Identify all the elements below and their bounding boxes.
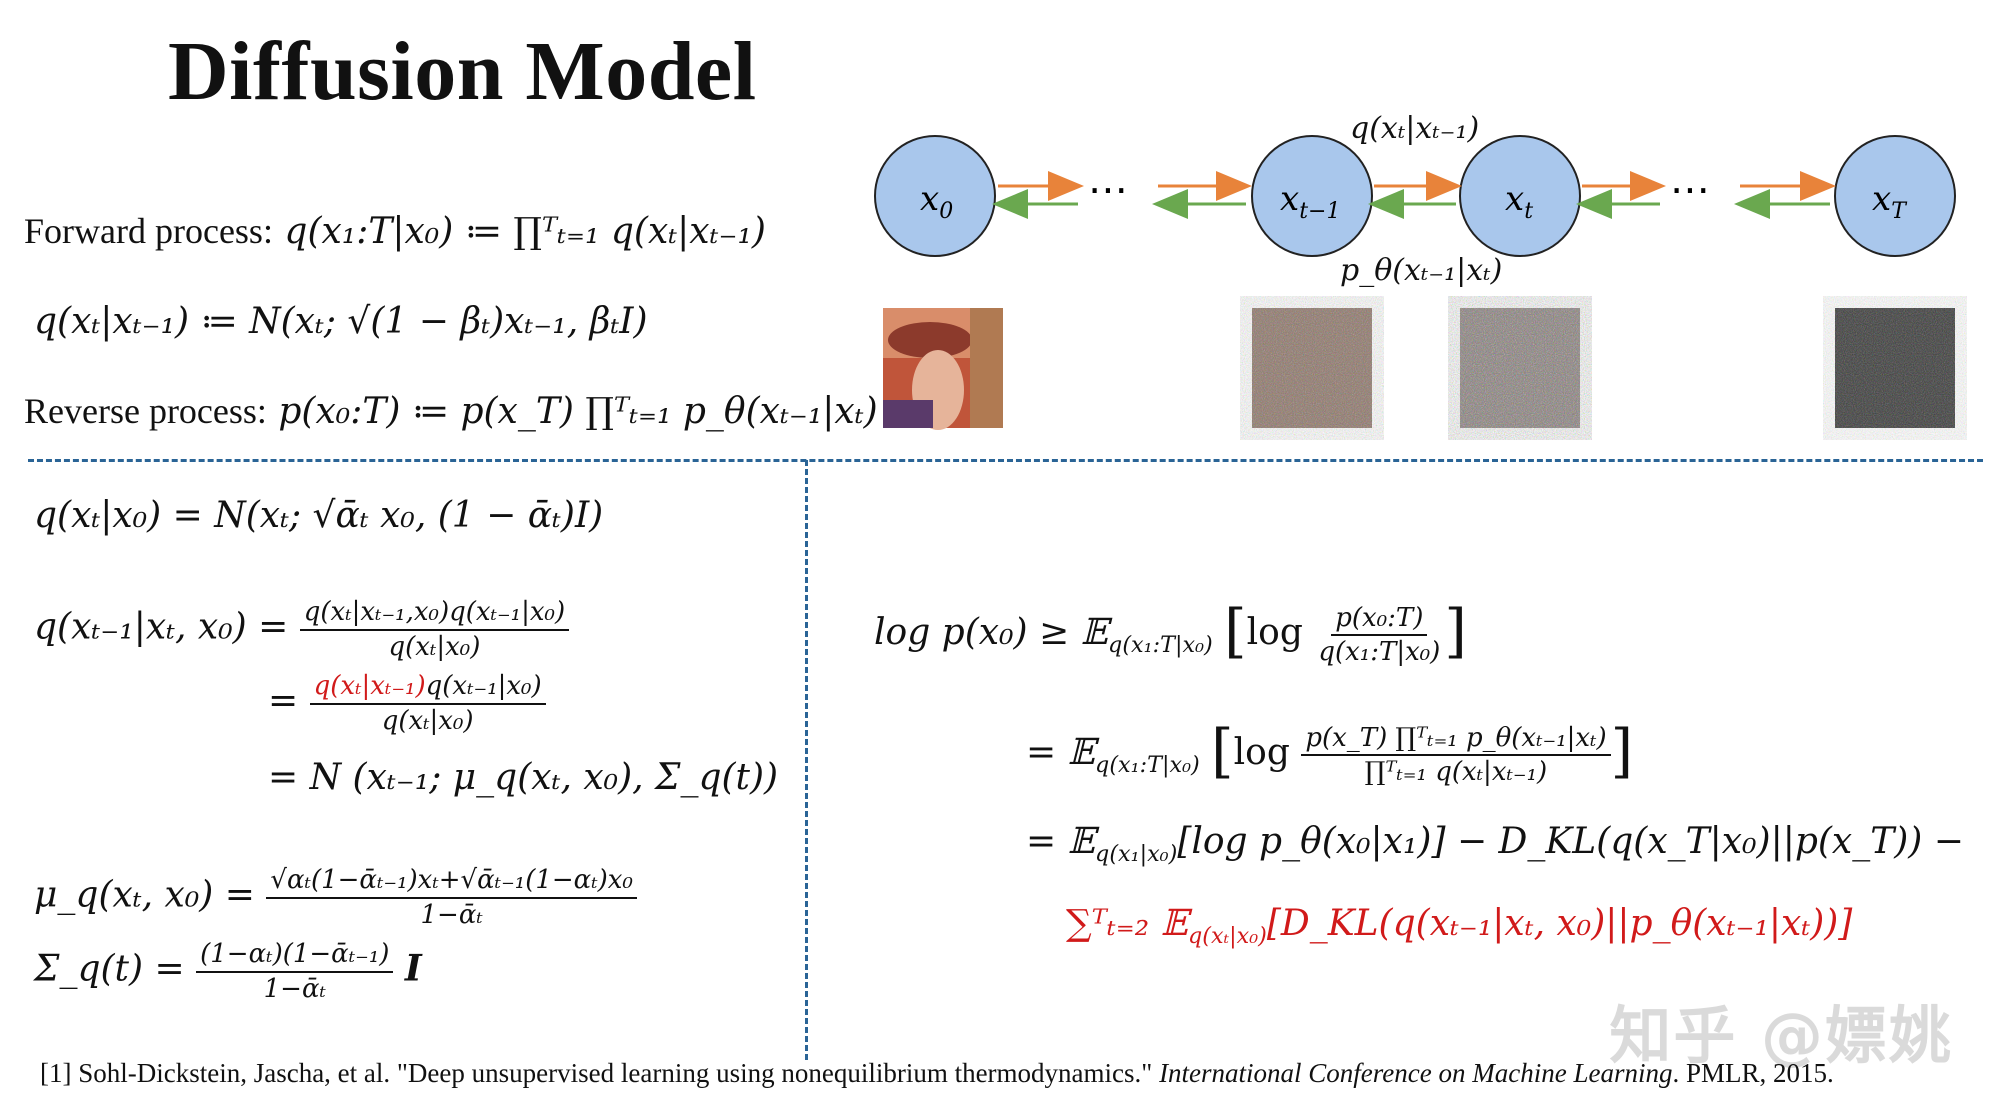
posterior-lhs: q(xₜ₋₁|xₜ, x₀) = [34, 606, 289, 648]
elbo-line-4-sum: ∑ᵀₜ₌₂ 𝔼 [1066, 903, 1189, 944]
node-x-T-label: xT [1872, 179, 1908, 224]
page-title: Diffusion Model [168, 25, 757, 118]
posterior-normal: = N (xₜ₋₁; μ_q(xₜ, x₀), Σ_q(t)) [268, 757, 779, 798]
elbo-line-1: log p(x₀) ≥ 𝔼q(x₁:T|x₀) [log p(x₀:T) q(x… [874, 598, 1467, 668]
reference-citation: [1] Sohl-Dickstein, Jascha, et al. "Deep… [40, 1058, 1834, 1089]
image-thumbnail-x-t [1460, 308, 1580, 428]
elbo-line-2-fraction: p(x_T) ∏ᵀₜ₌₁ p_θ(xₜ₋₁|xₜ) ∏ᵀₜ₌₁ q(xₜ|xₜ₋… [1301, 723, 1611, 788]
elbo-line-2-equals: = 𝔼 [1026, 732, 1096, 774]
reference-suffix: . PMLR, 2015. [1672, 1058, 1834, 1088]
mu-denominator: 1−ᾱₜ [420, 899, 483, 930]
reverse-process: Reverse process: p(x₀:T) ≔ p(x_T) ∏ᵀₜ₌₁ … [24, 391, 878, 432]
elbo-line-3-subscript: q(x₁|x₀) [1095, 840, 1178, 867]
posterior-fraction-2: q(xₜ|xₜ₋₁)q(xₜ₋₁|x₀) q(xₜ|x₀) [309, 671, 546, 736]
elbo-numerator: p(x₀:T) [1331, 603, 1428, 637]
posterior-fraction-2-numerator: q(xₜ|xₜ₋₁)q(xₜ₋₁|x₀) [309, 671, 546, 705]
mu-fraction: √αₜ(1−ᾱₜ₋₁)xₜ+√ᾱₜ₋₁(1−αₜ)x₀ 1−ᾱₜ [266, 866, 637, 930]
image-thumbnail-x-t-minus-1 [1252, 308, 1372, 428]
reverse-transition-label: p_θ(xₜ₋₁|xₜ) [1340, 253, 1503, 288]
markov-chain-diagram: x0 xt−1 xt xT ⋯ ⋯ [874, 135, 1956, 430]
vertical-divider [805, 460, 808, 1060]
sigma-fraction: (1−αₜ)(1−ᾱₜ₋₁) 1−ᾱₜ [196, 940, 394, 1004]
elbo-line-2-subscript: q(x₁:T|x₀) [1095, 751, 1200, 778]
elbo-line-2: = 𝔼q(x₁:T|x₀) [log p(x_T) ∏ᵀₜ₌₁ p_θ(xₜ₋₁… [1026, 718, 1634, 788]
sigma-numerator: (1−αₜ)(1−ᾱₜ₋₁) [196, 940, 394, 973]
reference-prefix: [1] Sohl-Dickstein, Jascha, et al. "Deep… [40, 1058, 1153, 1088]
elbo-line-3-equals: = 𝔼 [1026, 821, 1096, 862]
elbo-line-3: = 𝔼q(x₁|x₀)[log p_θ(x₀|x₁)] − D_KL(q(x_T… [1026, 822, 1964, 866]
elbo-log: log [1246, 612, 1303, 654]
posterior-fraction-1-denominator: q(xₜ|x₀) [388, 631, 481, 662]
watermark: 知乎 @嫖姚 [1609, 999, 1953, 1072]
forward-process: Forward process: q(x₁:T|x₀) ≔ ∏ᵀₜ₌₁ q(xₜ… [24, 211, 766, 252]
mu-numerator: √αₜ(1−ᾱₜ₋₁)xₜ+√ᾱₜ₋₁(1−αₜ)x₀ [266, 866, 637, 899]
elbo-expectation-subscript: q(x₁:T|x₀) [1108, 631, 1213, 658]
sigma-identity: I [404, 947, 422, 990]
elbo-line-2-numerator: p(x_T) ∏ᵀₜ₌₁ p_θ(xₜ₋₁|xₜ) [1301, 723, 1611, 757]
image-thumbnail-x-T [1835, 308, 1955, 428]
posterior-fraction-2-denominator: q(xₜ|x₀) [381, 705, 474, 736]
forward-process-label: Forward process: [24, 211, 273, 251]
mu-lhs: μ_q(xₜ, x₀) = [34, 874, 255, 916]
image-thumbnail-x0 [883, 308, 1003, 430]
reverse-process-formula: p(x₀:T) ≔ p(x_T) ∏ᵀₜ₌₁ p_θ(xₜ₋₁|xₜ) [278, 391, 878, 432]
mu-formula: μ_q(xₜ, x₀) = √αₜ(1−ᾱₜ₋₁)xₜ+√ᾱₜ₋₁(1−αₜ)x… [34, 866, 637, 929]
sigma-formula: Σ_q(t) = (1−αₜ)(1−ᾱₜ₋₁) 1−ᾱₜ I [34, 940, 422, 1003]
posterior-fraction-1-numerator: q(xₜ|xₜ₋₁,x₀)q(xₜ₋₁|x₀) [299, 598, 570, 631]
elbo-denominator: q(x₁:T|x₀) [1318, 637, 1441, 668]
transition-formula: q(xₜ|xₜ₋₁) ≔ N(xₜ; √(1 − βₜ)xₜ₋₁, βₜI) [34, 302, 648, 342]
elbo-line-4: ∑ᵀₜ₌₂ 𝔼q(xₜ|x₀)[D_KL(q(xₜ₋₁|xₜ, x₀)||p_θ… [1066, 904, 1852, 948]
elbo-line-2-denominator: ∏ᵀₜ₌₁ q(xₜ|xₜ₋₁) [1364, 757, 1548, 788]
forward-process-formula: q(x₁:T|x₀) ≔ ∏ᵀₜ₌₁ q(xₜ|xₜ₋₁) [284, 211, 766, 252]
elbo-fraction: p(x₀:T) q(x₁:T|x₀) [1314, 603, 1444, 668]
elbo-lhs: log p(x₀) ≥ 𝔼 [874, 612, 1109, 654]
reverse-process-label: Reverse process: [24, 391, 267, 431]
marginal-formula: q(xₜ|x₀) = N(xₜ; √ᾱₜ x₀, (1 − ᾱₜ)I) [34, 495, 604, 536]
horizontal-divider [28, 459, 1983, 462]
posterior-fraction-2-highlight: q(xₜ|xₜ₋₁) [313, 671, 426, 701]
sigma-lhs: Σ_q(t) = [34, 948, 185, 990]
node-x-t-minus-1 [1251, 135, 1373, 257]
ellipsis-left: ⋯ [1088, 167, 1128, 213]
reference-venue: International Conference on Machine Lear… [1159, 1058, 1673, 1088]
node-x0-label: x0 [920, 179, 953, 224]
elbo-line-4-rest: [D_KL(q(xₜ₋₁|xₜ, x₀)||p_θ(xₜ₋₁|xₜ))] [1266, 903, 1853, 944]
posterior-fraction-1: q(xₜ|xₜ₋₁,x₀)q(xₜ₋₁|x₀) q(xₜ|x₀) [299, 598, 570, 662]
posterior-formula-line2: = q(xₜ|xₜ₋₁)q(xₜ₋₁|x₀) q(xₜ|x₀) [268, 672, 546, 735]
forward-transition-label: q(xₜ|xₜ₋₁) [1350, 111, 1480, 146]
ellipsis-right: ⋯ [1670, 167, 1710, 213]
transition-formula-text: q(xₜ|xₜ₋₁) ≔ N(xₜ; √(1 − βₜ)xₜ₋₁, βₜI) [34, 301, 648, 342]
elbo-line-4-subscript: q(xₜ|x₀) [1188, 922, 1267, 949]
posterior-formula: q(xₜ₋₁|xₜ, x₀) = q(xₜ|xₜ₋₁,x₀)q(xₜ₋₁|x₀)… [34, 598, 570, 662]
node-x-T [1834, 135, 1956, 257]
sigma-denominator: 1−ᾱₜ [263, 973, 326, 1004]
elbo-line-3-rest: [log p_θ(x₀|x₁)] − D_KL(q(x_T|x₀)||p(x_T… [1177, 821, 1964, 862]
posterior-fraction-2-numerator-rest: q(xₜ₋₁|x₀) [425, 671, 542, 701]
